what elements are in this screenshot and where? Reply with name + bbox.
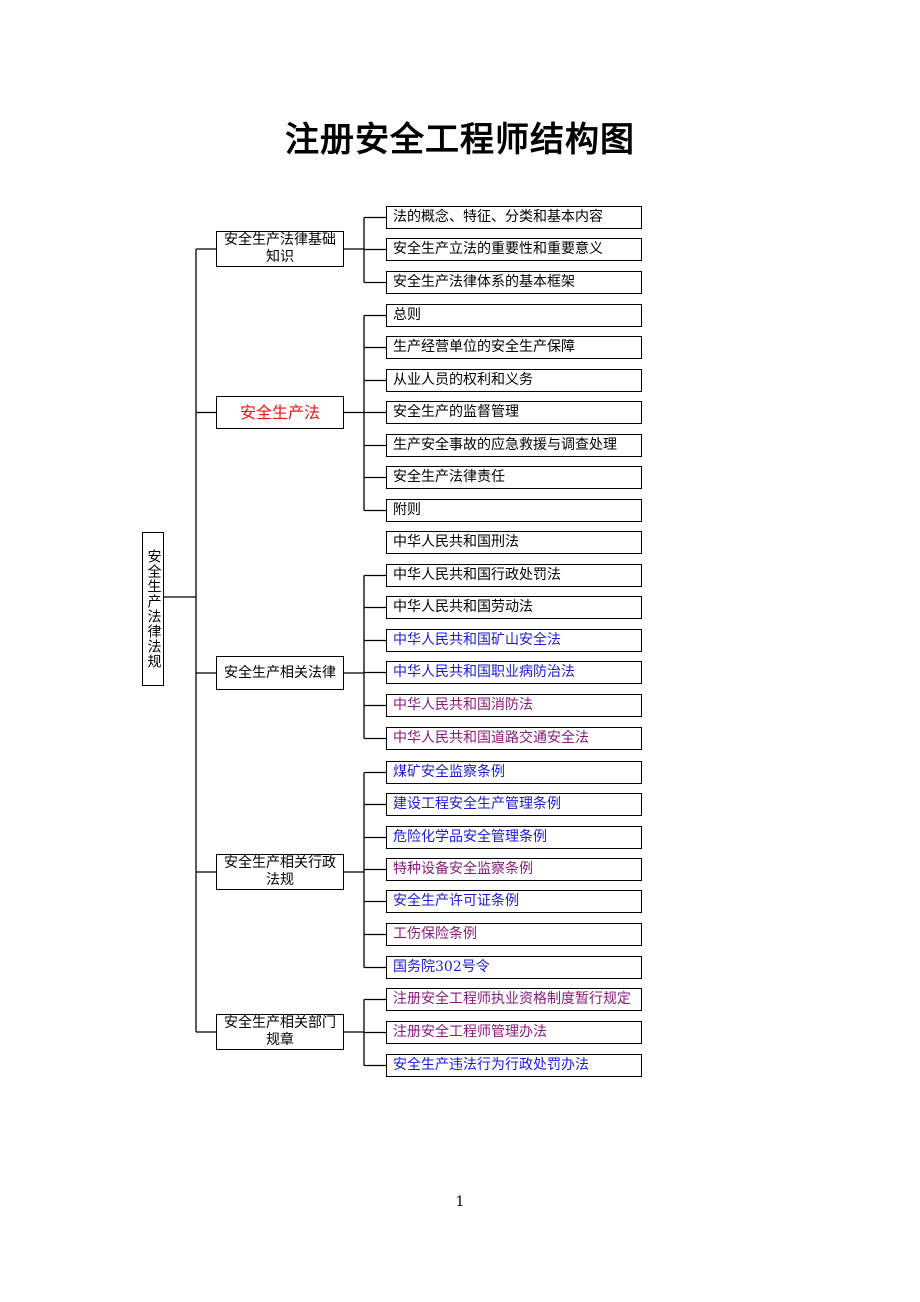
- leaf-node: 注册安全工程师执业资格制度暂行规定: [386, 988, 642, 1011]
- category-node: 安全生产法: [216, 396, 344, 429]
- category-label: 安全生产法: [239, 403, 320, 422]
- leaf-node: 总则: [386, 304, 642, 327]
- leaf-label: 中华人民共和国刑法: [393, 534, 519, 550]
- leaf-label: 中华人民共和国消防法: [393, 697, 533, 713]
- leaf-label: 安全生产违法行为行政处罚办法: [393, 1057, 589, 1073]
- leaf-node: 安全生产违法行为行政处罚办法: [386, 1054, 642, 1077]
- leaf-node: 安全生产立法的重要性和重要意义: [386, 238, 642, 261]
- category-label: 安全生产法律基础知识: [224, 232, 336, 265]
- leaf-label: 中华人民共和国行政处罚法: [393, 567, 561, 583]
- leaf-node: 中华人民共和国职业病防治法: [386, 661, 642, 684]
- leaf-node: 中华人民共和国劳动法: [386, 596, 642, 619]
- leaf-node: 安全生产许可证条例: [386, 890, 642, 913]
- page-title: 注册安全工程师结构图: [285, 120, 635, 160]
- leaf-label: 安全生产许可证条例: [393, 893, 519, 909]
- root-node-label: 安全生产法律法规: [145, 549, 162, 669]
- leaf-node: 生产安全事故的应急救援与调查处理: [386, 434, 642, 457]
- leaf-node: 安全生产法律责任: [386, 466, 642, 489]
- leaf-label: 安全生产法律责任: [393, 469, 505, 485]
- leaf-node: 中华人民共和国行政处罚法: [386, 564, 642, 587]
- leaf-node: 国务院302号令: [386, 956, 642, 979]
- leaf-label: 注册安全工程师执业资格制度暂行规定: [393, 991, 631, 1007]
- leaf-node: 中华人民共和国道路交通安全法: [386, 727, 642, 750]
- leaf-node: 工伤保险条例: [386, 923, 642, 946]
- page-number: 1: [455, 1194, 465, 1210]
- leaf-node: 附则: [386, 499, 642, 522]
- category-label: 安全生产相关行政法规: [224, 855, 336, 888]
- leaf-node: 中华人民共和国刑法: [386, 531, 642, 554]
- leaf-label: 从业人员的权利和义务: [393, 372, 533, 388]
- category-node: 安全生产相关行政法规: [216, 854, 344, 890]
- leaf-label: 煤矿安全监察条例: [393, 764, 505, 780]
- leaf-label: 中华人民共和国职业病防治法: [393, 664, 575, 680]
- leaf-label: 国务院302号令: [393, 959, 490, 975]
- leaf-label: 中华人民共和国劳动法: [393, 599, 533, 615]
- category-label: 安全生产相关部门规章: [224, 1015, 336, 1048]
- leaf-label: 生产安全事故的应急救援与调查处理: [393, 437, 617, 453]
- leaf-label: 注册安全工程师管理办法: [393, 1024, 547, 1040]
- leaf-node: 安全生产法律体系的基本框架: [386, 271, 642, 294]
- leaf-label: 危险化学品安全管理条例: [393, 829, 547, 845]
- leaf-node: 中华人民共和国消防法: [386, 694, 642, 717]
- leaf-label: 工伤保险条例: [393, 926, 477, 942]
- leaf-node: 建设工程安全生产管理条例: [386, 793, 642, 816]
- leaf-label: 法的概念、特征、分类和基本内容: [393, 209, 603, 225]
- leaf-label: 建设工程安全生产管理条例: [393, 796, 561, 812]
- leaf-label: 附则: [393, 502, 421, 518]
- leaf-label: 特种设备安全监察条例: [393, 861, 533, 877]
- category-node: 安全生产相关部门规章: [216, 1014, 344, 1050]
- leaf-node: 注册安全工程师管理办法: [386, 1021, 642, 1044]
- leaf-node: 法的概念、特征、分类和基本内容: [386, 206, 642, 229]
- leaf-node: 安全生产的监督管理: [386, 401, 642, 424]
- leaf-label: 总则: [393, 307, 421, 323]
- leaf-node: 特种设备安全监察条例: [386, 858, 642, 881]
- leaf-label: 安全生产的监督管理: [393, 404, 519, 420]
- leaf-node: 煤矿安全监察条例: [386, 761, 642, 784]
- leaf-node: 中华人民共和国矿山安全法: [386, 629, 642, 652]
- leaf-label: 安全生产法律体系的基本框架: [393, 274, 575, 290]
- leaf-label: 中华人民共和国矿山安全法: [393, 632, 561, 648]
- leaf-node: 生产经营单位的安全生产保障: [386, 336, 642, 359]
- category-label: 安全生产相关法律: [224, 664, 336, 681]
- leaf-node: 危险化学品安全管理条例: [386, 826, 642, 849]
- leaf-node: 从业人员的权利和义务: [386, 369, 642, 392]
- leaf-label: 生产经营单位的安全生产保障: [393, 339, 575, 355]
- leaf-label: 中华人民共和国道路交通安全法: [393, 730, 589, 746]
- category-node: 安全生产法律基础知识: [216, 231, 344, 267]
- leaf-label: 安全生产立法的重要性和重要意义: [393, 241, 603, 257]
- category-node: 安全生产相关法律: [216, 656, 344, 690]
- root-node: 安全生产法律法规: [142, 532, 164, 686]
